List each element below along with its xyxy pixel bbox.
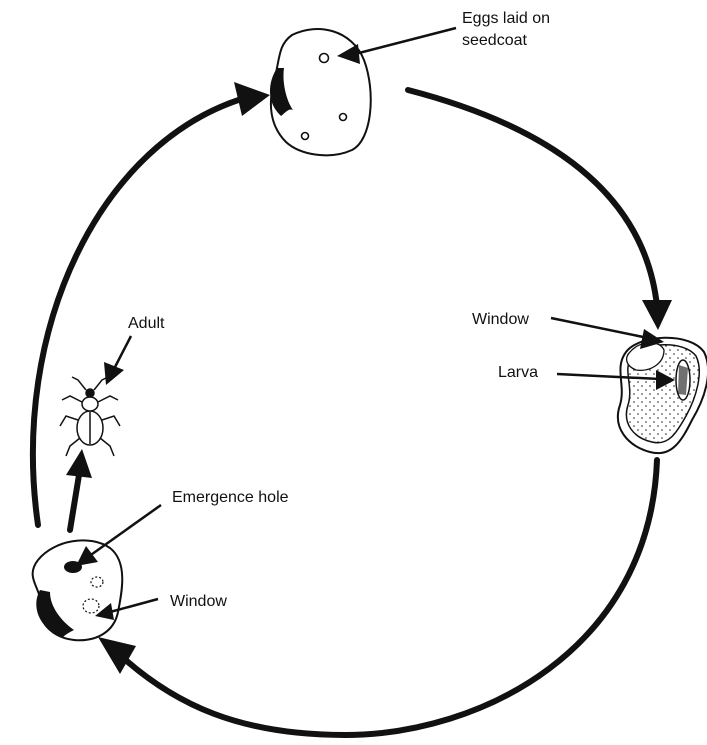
cycle-arrowhead-to-eggs — [234, 82, 270, 116]
label-window-bottom: Window — [170, 593, 227, 610]
label-adult: Adult — [128, 315, 165, 332]
cycle-arc-eggs-to-larva — [408, 90, 657, 306]
cycle-arrowhead-to-larva — [642, 300, 672, 330]
beetle-icon — [60, 377, 120, 456]
label-window-top: Window — [472, 311, 529, 328]
label-emergence-hole: Emergence hole — [172, 489, 289, 506]
label-larva: Larva — [498, 364, 538, 381]
label-eggs-line2: seedcoat — [462, 32, 527, 49]
cycle-arrowhead-to-emergence — [98, 637, 136, 674]
label-eggs-line1: Eggs laid on — [462, 10, 550, 27]
arrow-emergence-to-adult — [70, 475, 79, 530]
seed-with-larva-icon — [618, 338, 707, 453]
seed-with-emergence-hole-icon — [33, 540, 123, 640]
cycle-arc-adult-to-eggs — [33, 97, 248, 525]
leader-arrowhead-adult — [104, 362, 124, 385]
arrowhead-to-adult — [66, 449, 92, 478]
